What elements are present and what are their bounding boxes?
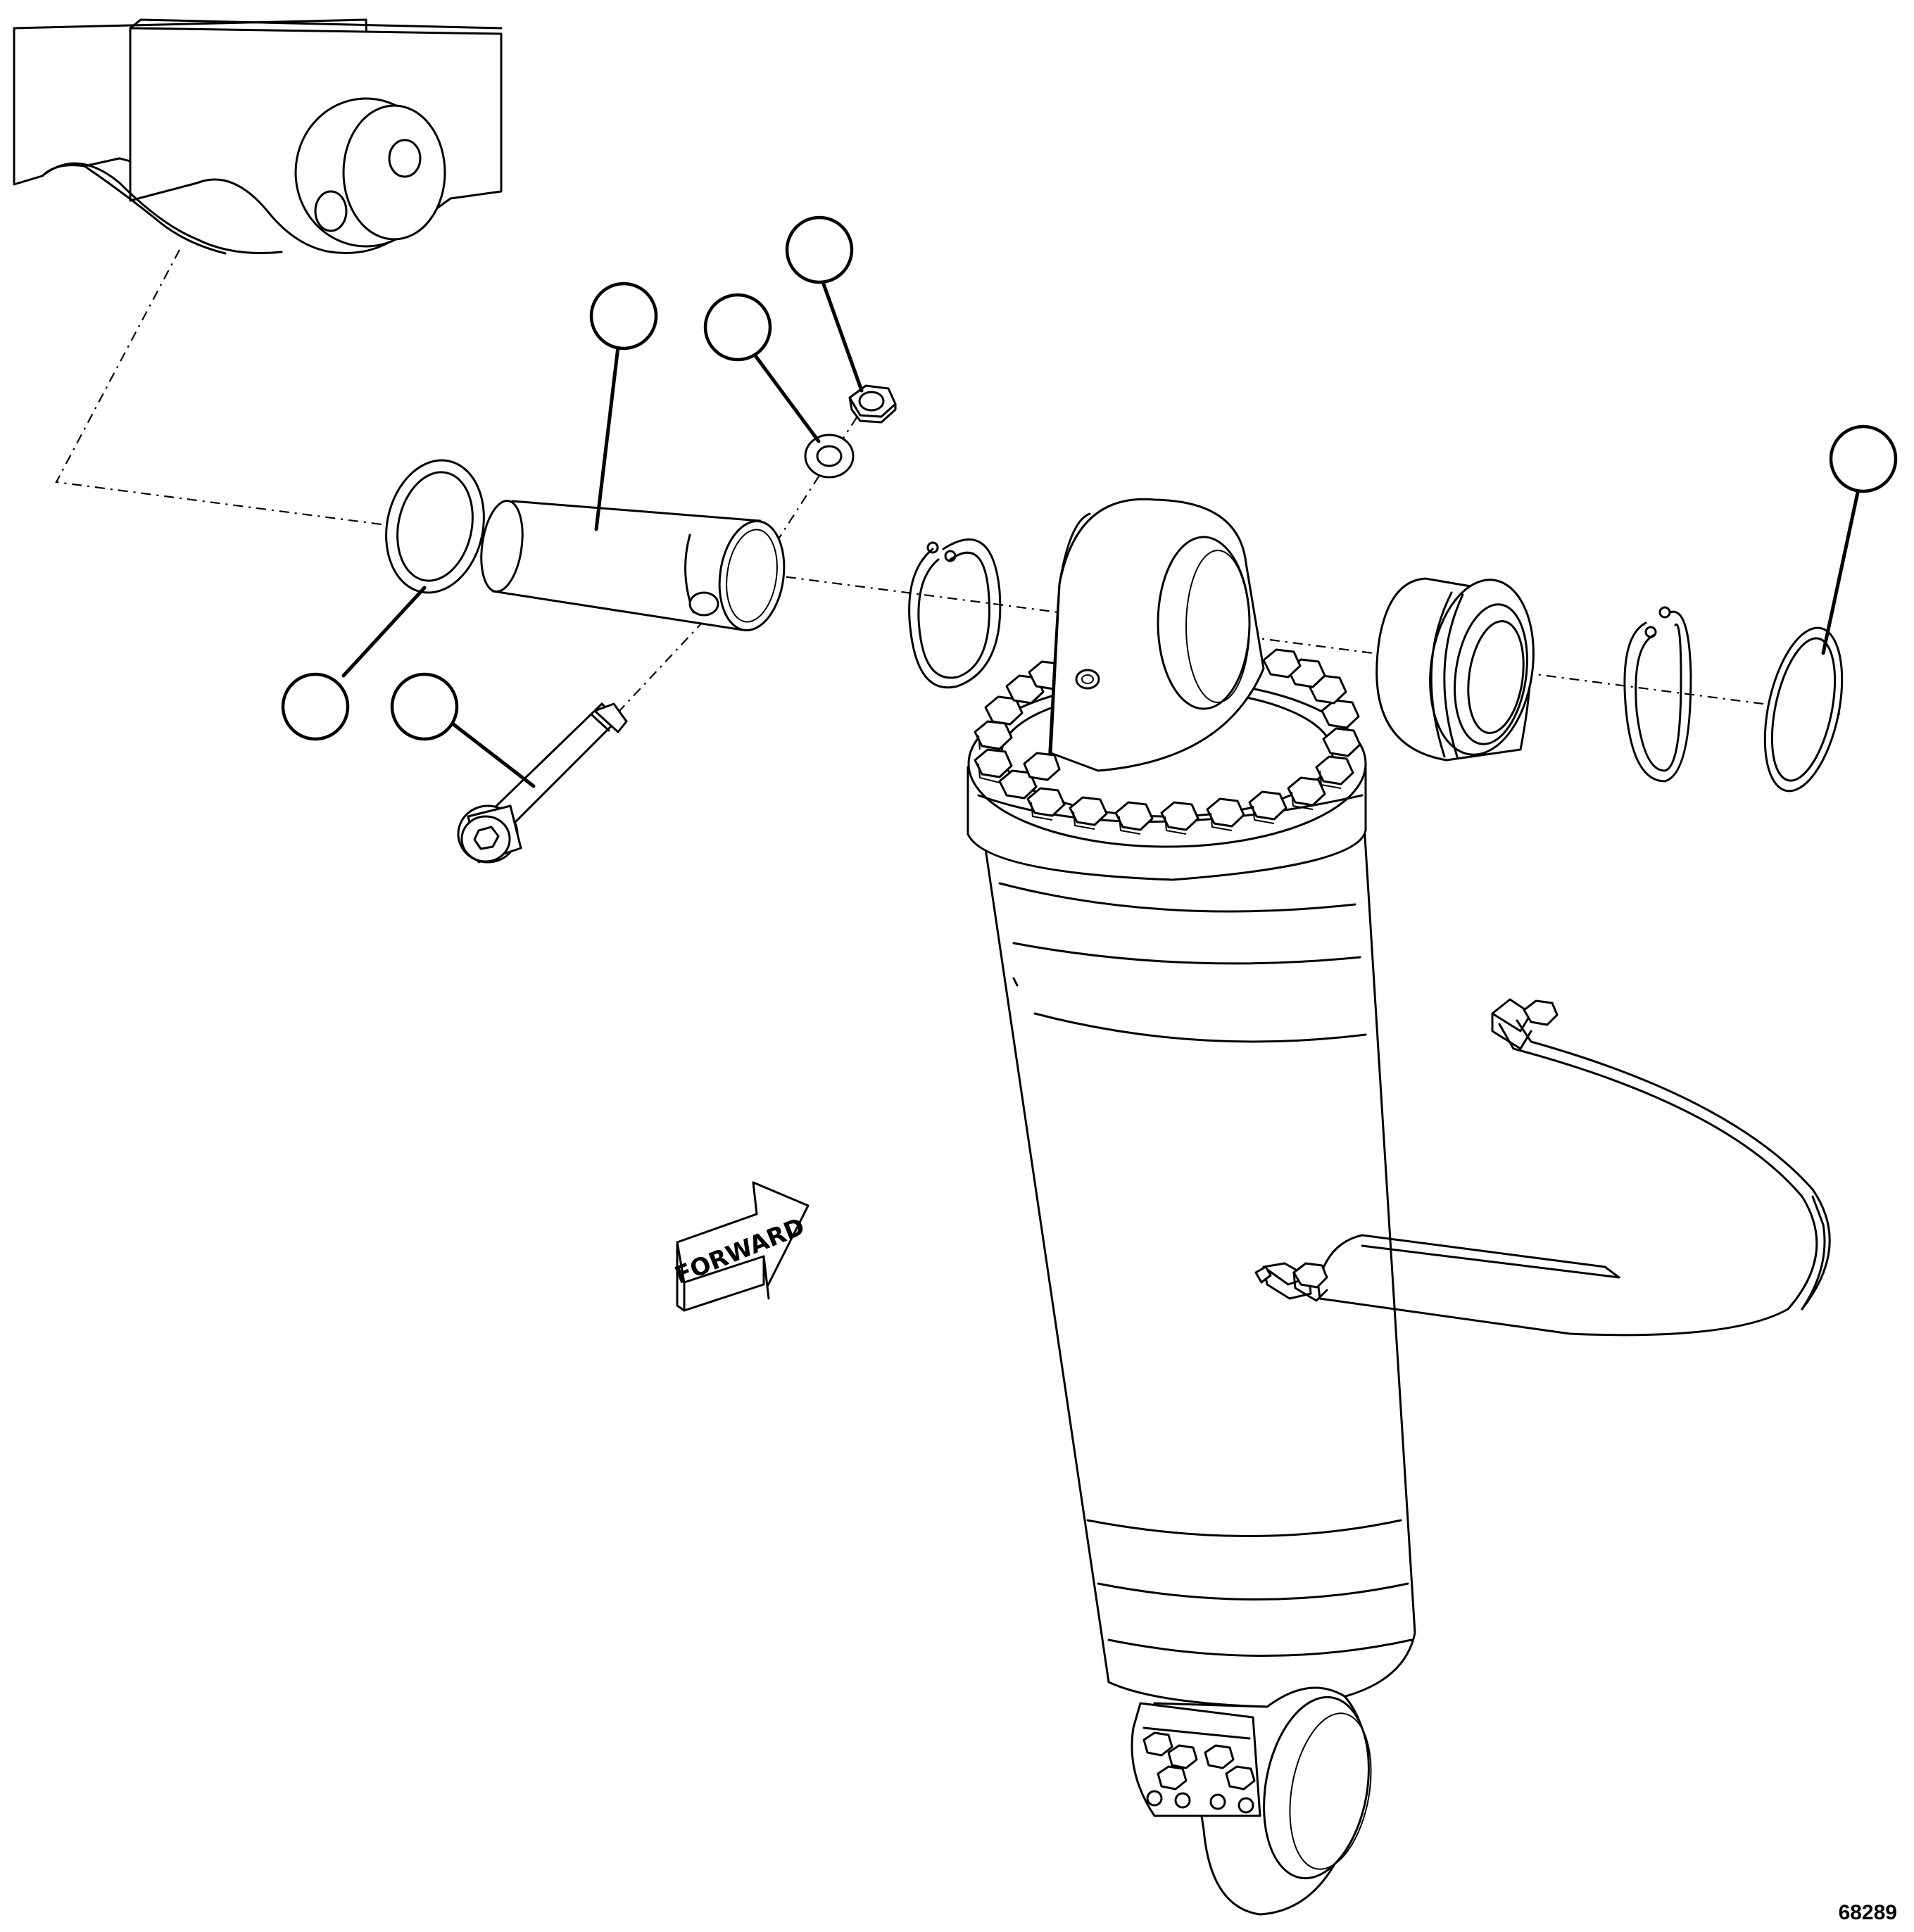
forward-arrow: FORWARD xyxy=(671,1181,810,1312)
nut xyxy=(848,384,897,424)
hydraulic-cylinder xyxy=(967,498,1416,1916)
washer-right xyxy=(1763,626,1844,793)
item-balloon-4[interactable] xyxy=(1829,424,1898,493)
rod-end-fittings xyxy=(1142,1731,1256,1814)
washer-small xyxy=(804,434,855,479)
cap-screw xyxy=(457,702,628,864)
retaining-ring-right xyxy=(1623,606,1692,783)
item-balloons xyxy=(281,215,1898,741)
item-balloon-1[interactable] xyxy=(785,215,854,284)
pin xyxy=(480,500,786,631)
item-balloon-3[interactable] xyxy=(703,293,772,362)
mounting-bracket xyxy=(13,18,503,255)
leader-lines xyxy=(341,278,1861,788)
item-balloon-5[interactable] xyxy=(281,672,350,741)
center-lines xyxy=(55,249,1845,716)
item-balloon-6[interactable] xyxy=(390,672,459,741)
retaining-ring-left xyxy=(908,538,1002,689)
spherical-bearing xyxy=(1375,577,1535,762)
hose-clamp-strap xyxy=(1254,998,1831,1337)
figure-number: 68289 xyxy=(1838,1901,1897,1924)
washer-left xyxy=(385,459,485,594)
item-balloon-2[interactable] xyxy=(589,282,658,351)
